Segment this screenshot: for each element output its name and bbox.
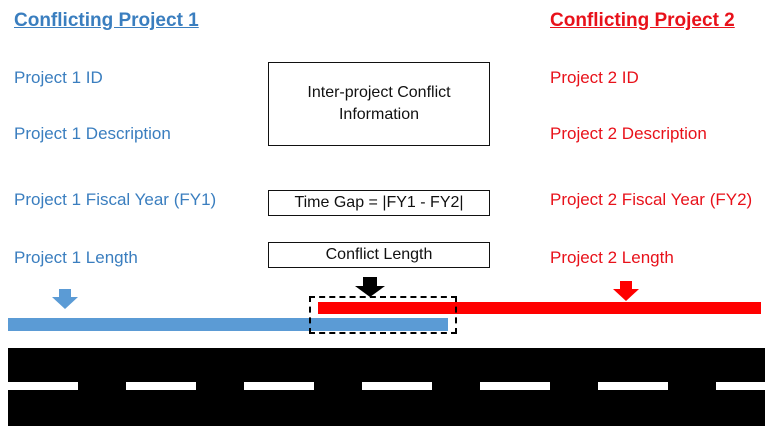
project2-length-bar	[318, 302, 761, 314]
conflict-length-text: Conflict Length	[325, 246, 433, 263]
lane-marking	[362, 382, 432, 390]
time-gap-box: Time Gap = |FY1 - FY2|	[268, 190, 490, 216]
lane-marking	[8, 382, 78, 390]
project1-length-label: Project 1 Length	[14, 248, 138, 267]
lane-marking	[244, 382, 314, 390]
road	[8, 348, 765, 426]
project1-fiscal-year-label: Project 1 Fiscal Year (FY1)	[14, 190, 217, 209]
conflict-length-box: Conflict Length	[268, 242, 490, 268]
project2-id-label: Project 2 ID	[550, 68, 639, 87]
project2-heading: Conflicting Project 2	[550, 10, 735, 31]
project2-fiscal-year-label: Project 2 Fiscal Year (FY2)	[550, 190, 753, 209]
project1-description-label: Project 1 Description	[14, 124, 171, 143]
conflict-info-line1: Inter-project Conflict	[307, 84, 451, 101]
project2-description-label: Project 2 Description	[550, 124, 707, 143]
lane-marking	[598, 382, 668, 390]
conflict-info-box: Inter-project Conflict Information	[268, 62, 490, 146]
project2-length-label: Project 2 Length	[550, 248, 674, 267]
lane-marking	[126, 382, 196, 390]
project1-heading: Conflicting Project 1	[14, 10, 199, 31]
lane-marking	[716, 382, 765, 390]
time-gap-text: Time Gap = |FY1 - FY2|	[294, 194, 464, 211]
project1-id-label: Project 1 ID	[14, 68, 103, 87]
project1-marker-icon	[52, 289, 78, 309]
project1-length-bar	[8, 318, 448, 331]
conflict-info-line2: Information	[338, 106, 420, 123]
project2-marker-icon	[613, 281, 639, 301]
conflict-overlap-box	[309, 296, 457, 334]
lane-marking	[480, 382, 550, 390]
conflict-marker-icon	[355, 277, 385, 297]
